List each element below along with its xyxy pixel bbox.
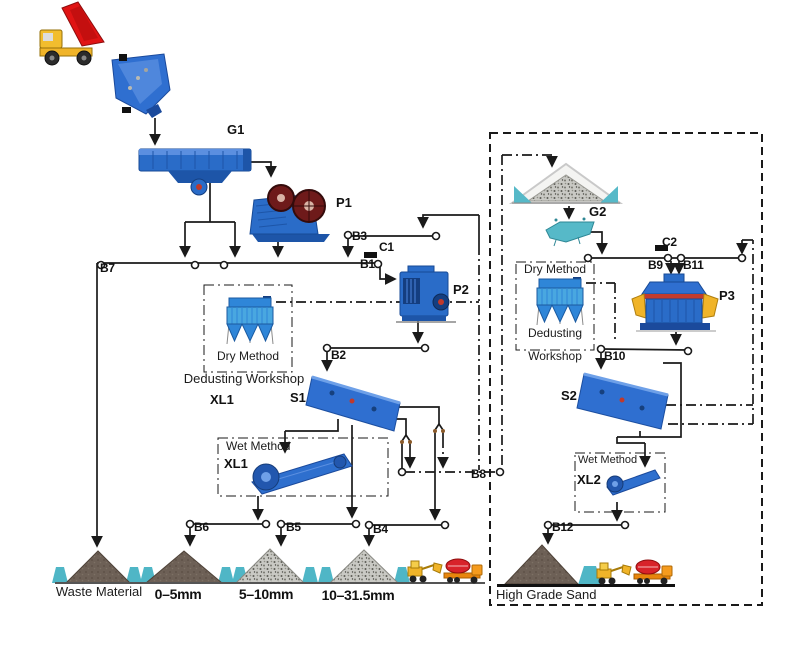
label-dry-method-right: Dry Method — [523, 262, 587, 276]
label-g1: G1 — [227, 122, 245, 137]
label-waste-material: Waste Material — [55, 584, 143, 599]
label-c1: C1 — [379, 240, 394, 254]
label-p1: P1 — [336, 195, 352, 210]
label-wet-method-right: Wet Method — [578, 454, 638, 466]
label-b2: B2 — [331, 348, 346, 362]
vsi-crusher-p3 — [631, 273, 719, 332]
label-b4: B4 — [373, 522, 388, 536]
label-xl1-wet: XL1 — [224, 456, 248, 471]
label-dry-method-left: Dry Method — [216, 349, 280, 363]
c1-gate — [364, 252, 377, 258]
pile-10-31-5mm — [328, 549, 400, 584]
label-b7: B7 — [100, 261, 115, 275]
sand-washer-xl2 — [606, 469, 661, 496]
dust-collector-right — [536, 276, 584, 326]
impact-crusher-p2 — [396, 265, 456, 323]
label-b9: B9 — [648, 258, 663, 272]
label-b11: B11 — [683, 258, 704, 272]
dedusting-box-right — [515, 261, 595, 351]
label-size-10-31: 10–31.5mm — [321, 587, 395, 603]
sand-washer-xl1 — [251, 453, 353, 495]
label-workshop-right: Workshop — [528, 349, 582, 363]
c2-gate — [655, 245, 668, 251]
label-b12: B12 — [552, 520, 574, 534]
mixer-truck-left — [443, 558, 483, 584]
covered-stockpile — [508, 162, 624, 204]
pile-0-5mm — [144, 550, 224, 584]
high-grade-sand-pile — [503, 544, 580, 585]
dedusting-box-left — [203, 284, 293, 373]
label-b3: B3 — [352, 229, 367, 243]
mixer-truck-right — [633, 559, 673, 585]
label-g2: G2 — [589, 204, 607, 219]
label-b6: B6 — [194, 520, 209, 534]
vibrating-screen-s2 — [576, 372, 669, 430]
flow-lines — [91, 118, 754, 548]
wheel-loader-right — [596, 562, 632, 585]
high-grade-plant-boundary-box — [489, 132, 763, 606]
vibrating-screen-s1 — [305, 375, 401, 432]
feed-hopper — [111, 53, 171, 118]
flow-splitter-valves — [400, 429, 445, 444]
stockpile-supports — [52, 566, 602, 585]
label-size-5-10: 5–10mm — [238, 586, 294, 602]
label-s2: S2 — [561, 388, 577, 403]
label-b5: B5 — [286, 520, 301, 534]
label-high-grade-sand: High Grade Sand — [496, 587, 597, 602]
jaw-crusher-p1 — [249, 184, 330, 242]
label-size-0-5: 0–5mm — [154, 586, 202, 602]
dump-truck — [39, 1, 105, 66]
label-dedusting-right: Dedusting — [527, 326, 583, 340]
label-b8: B8 — [471, 467, 486, 481]
label-dedusting-workshop-left: Dedusting Workshop — [183, 371, 305, 386]
label-c2: C2 — [662, 235, 677, 249]
waste-material-pile — [64, 550, 132, 584]
label-b10: B10 — [604, 349, 626, 363]
conveyor-pulleys — [96, 230, 747, 530]
wet-method-box-left — [217, 437, 389, 497]
label-wet-method-left: Wet Method — [226, 439, 291, 453]
dust-collector-left — [226, 295, 274, 345]
label-xl2: XL2 — [577, 472, 601, 487]
wheel-loader-left — [407, 560, 443, 583]
vibrating-feeder-g1 — [138, 148, 252, 196]
label-xl1-dry: XL1 — [210, 392, 234, 407]
label-p2: P2 — [453, 282, 469, 297]
ground-line-left — [55, 582, 485, 584]
label-s1: S1 — [290, 390, 306, 405]
ground-line-right — [497, 584, 675, 587]
label-b1: B1 — [360, 257, 375, 271]
label-p3: P3 — [719, 288, 735, 303]
pile-5-10mm — [234, 548, 306, 584]
feeder-g2 — [545, 217, 595, 247]
